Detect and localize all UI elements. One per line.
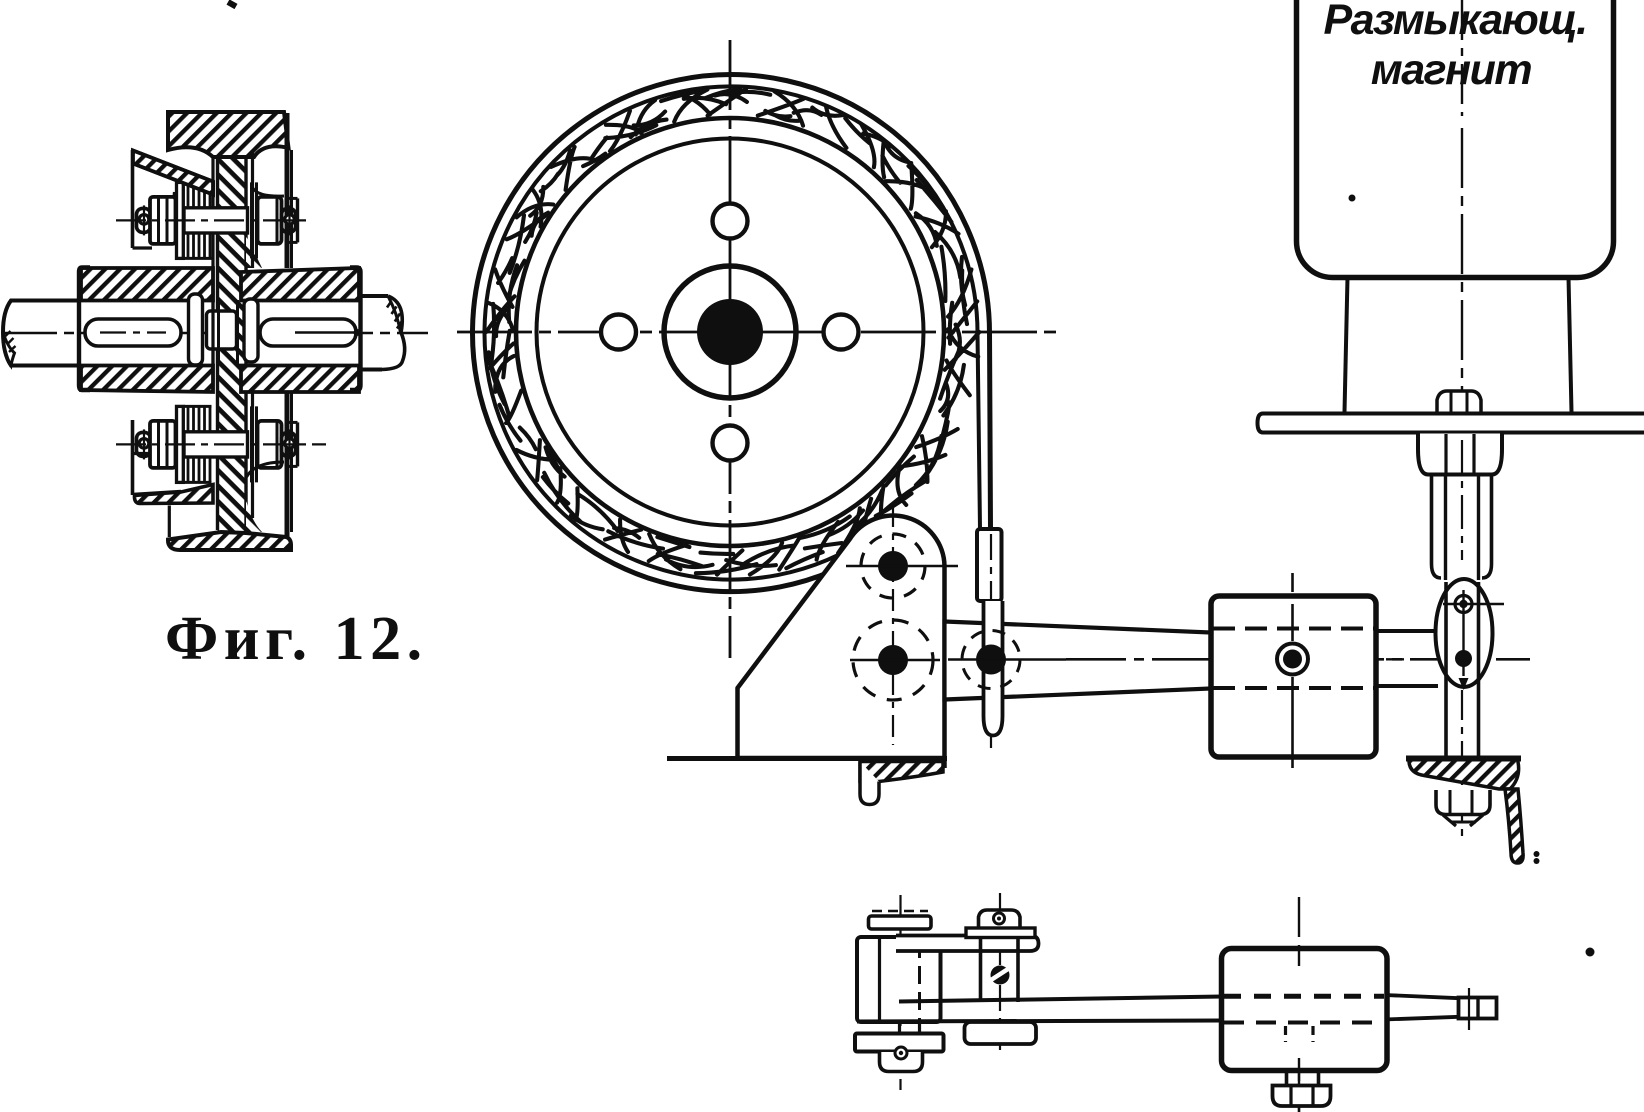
svg-text:магнит: магнит <box>1371 46 1531 94</box>
svg-text:Фиг. 12.: Фиг. 12. <box>165 605 428 673</box>
svg-text:Размыкающ.: Размыкающ. <box>1323 0 1586 44</box>
